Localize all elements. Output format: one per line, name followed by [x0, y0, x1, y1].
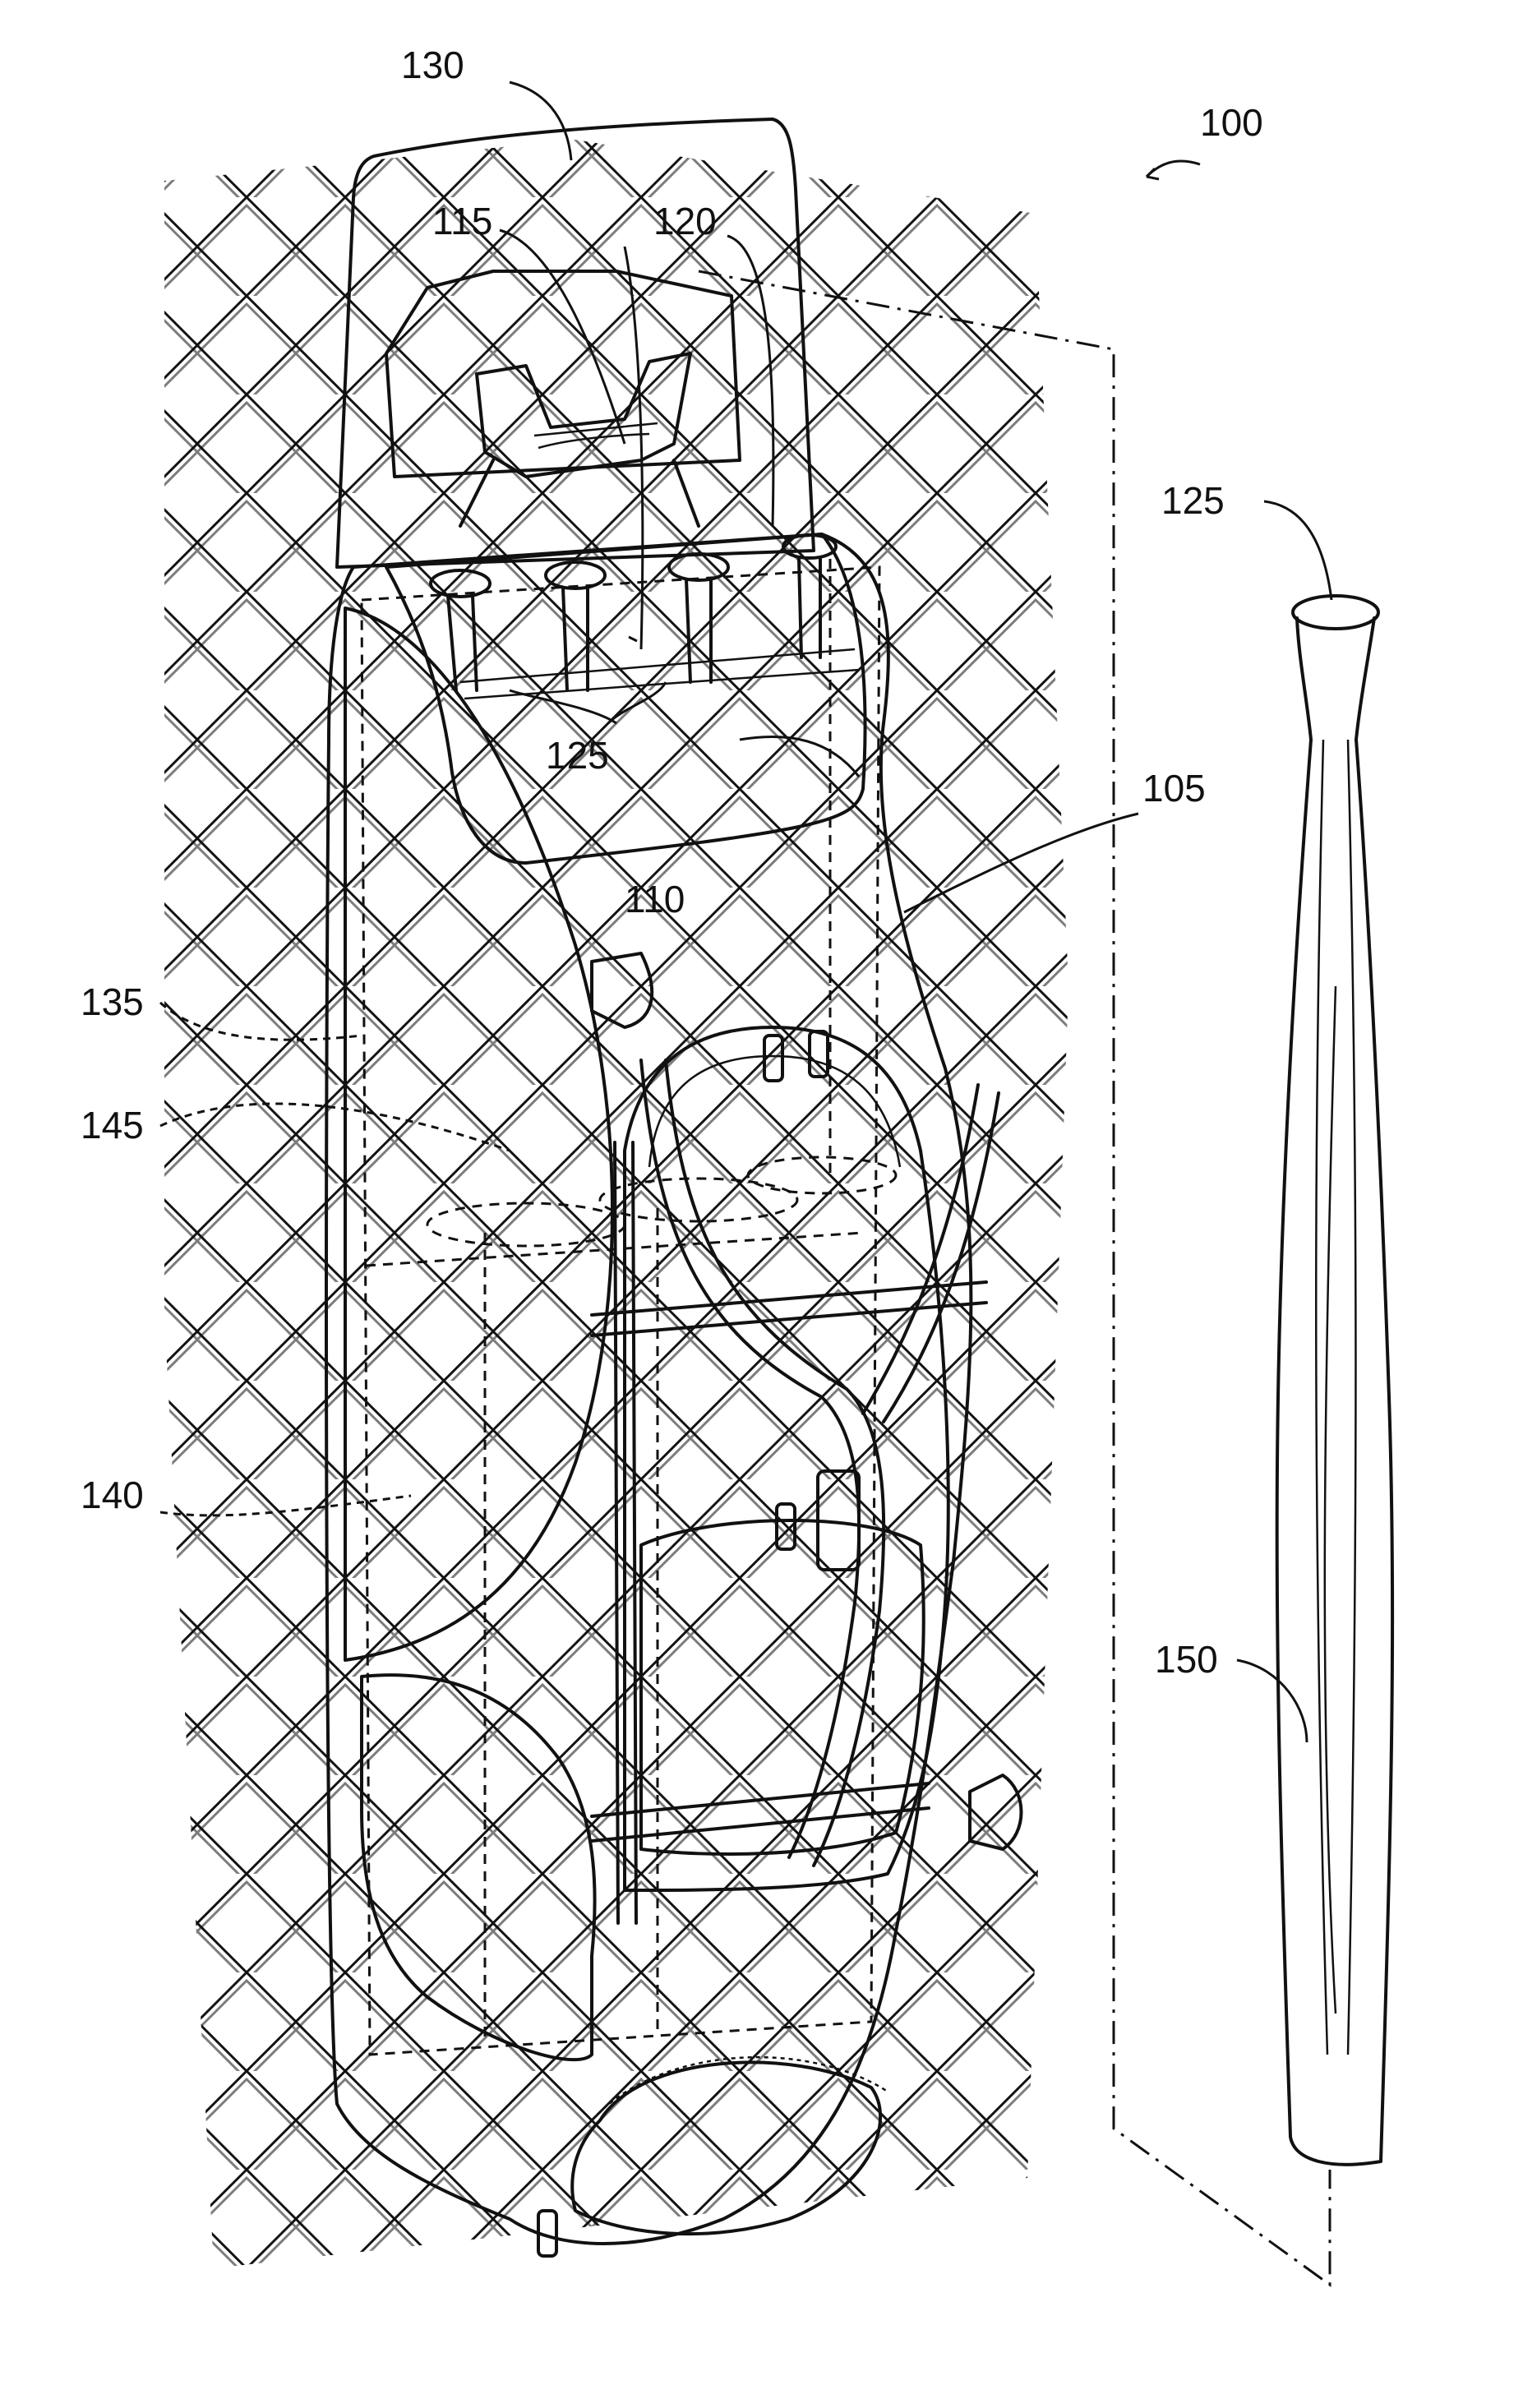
label-150: 150 [1155, 1638, 1218, 1681]
label-115: 115 [432, 200, 492, 242]
label-135: 135 [81, 980, 144, 1023]
label-105: 105 [1142, 767, 1206, 810]
label-110: 110 [625, 878, 685, 920]
baseball-bat [1277, 596, 1392, 2165]
label-120: 120 [653, 200, 717, 242]
label-140: 140 [81, 1474, 144, 1516]
label-125-bag: 125 [546, 734, 609, 777]
label-145: 145 [81, 1104, 144, 1146]
label-130: 130 [401, 44, 464, 86]
label-100: 100 [1200, 101, 1263, 144]
chain-link-fence [164, 123, 1077, 2277]
label-125-bat: 125 [1161, 479, 1225, 522]
